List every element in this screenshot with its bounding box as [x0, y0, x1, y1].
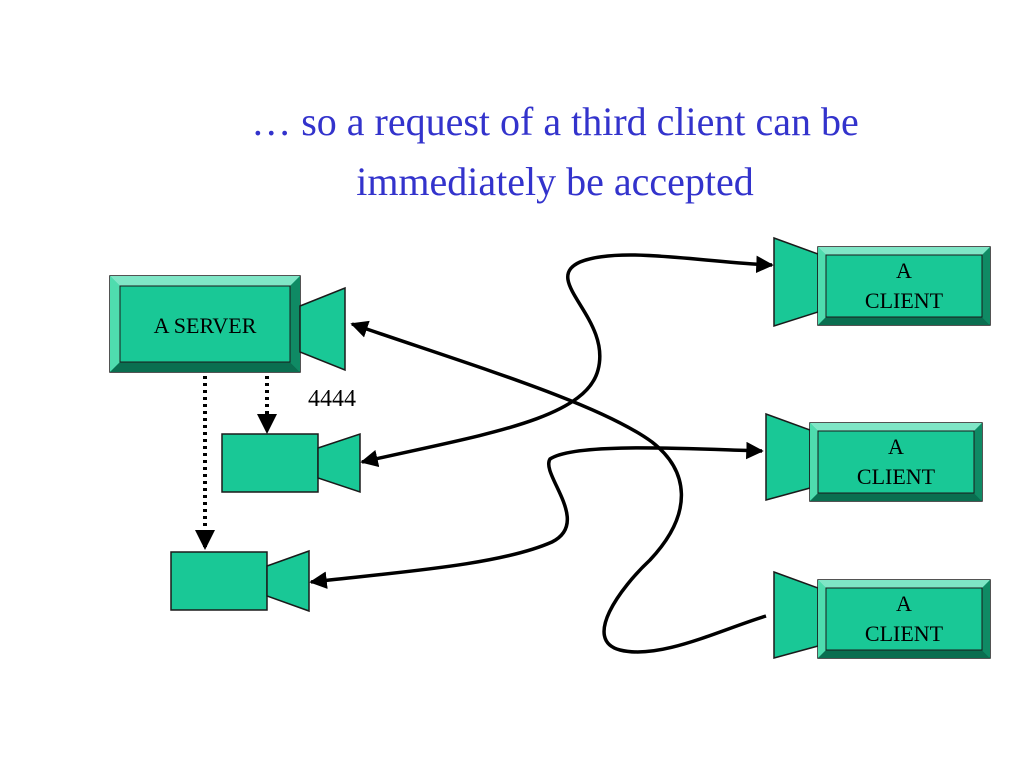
client-node-2: A CLIENT	[765, 412, 983, 502]
title-line-1: … so a request of a third client can be	[251, 99, 859, 144]
client-2-label-line-1: A	[888, 434, 904, 459]
client-3-label-line-2: CLIENT	[865, 621, 944, 646]
connection-socket1-client1	[360, 253, 774, 468]
client-1-label-line-1: A	[896, 258, 912, 283]
client-1-label-line-2: CLIENT	[865, 288, 944, 313]
server-socket-2	[170, 549, 310, 613]
client-3-label-line-1: A	[896, 591, 912, 616]
server-label: A SERVER	[154, 313, 257, 338]
port-label: 4444	[308, 386, 356, 412]
title-line-2: immediately be accepted	[356, 159, 754, 204]
server-socket-1	[221, 432, 361, 494]
server-socket-shape	[299, 286, 346, 372]
slide-title: … so a request of a third client can be …	[150, 92, 960, 212]
client-2-label-line-2: CLIENT	[857, 464, 936, 489]
client-node-1: A CLIENT	[773, 236, 991, 328]
connection-socket2-client2	[309, 441, 764, 589]
request-client3-server	[350, 320, 767, 654]
server-node: A SERVER	[109, 275, 301, 373]
client-node-3: A CLIENT	[773, 570, 991, 659]
